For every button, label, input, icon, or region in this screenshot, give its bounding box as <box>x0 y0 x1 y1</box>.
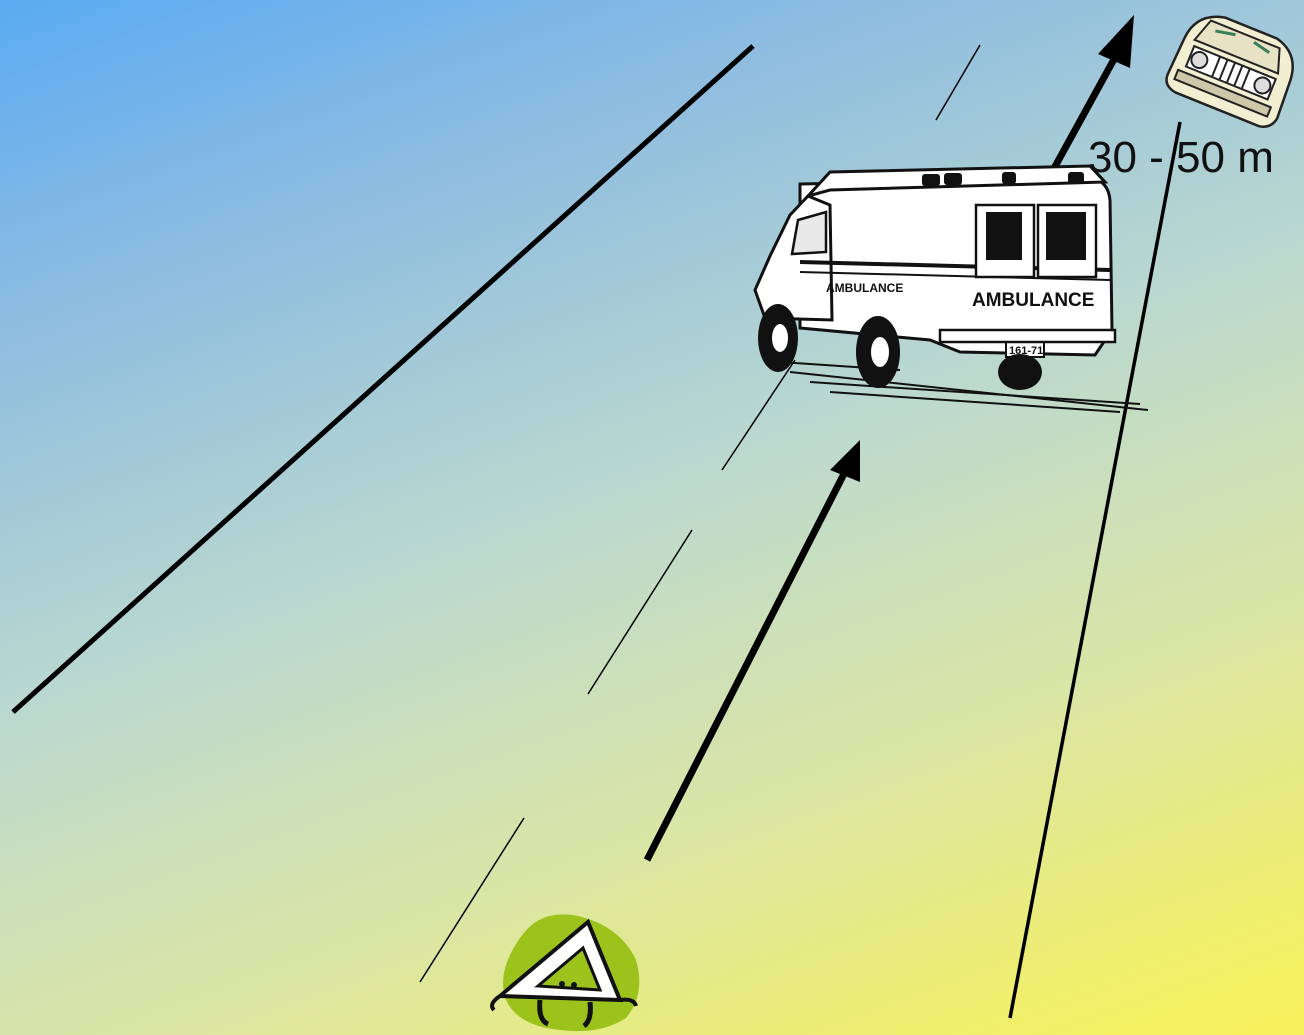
road-right-edge <box>1008 121 1182 1019</box>
direction-arrow-lower-head <box>830 440 860 482</box>
direction-arrow-lower <box>643 460 854 862</box>
ambulance-side-text: AMBULANCE <box>826 281 903 295</box>
direction-arrow-upper-head <box>1098 15 1134 68</box>
warning-triangle-icon <box>490 914 640 1032</box>
road-left-edge <box>11 44 755 714</box>
direction-arrow-upper <box>1048 50 1122 174</box>
ambulance-rear-text: AMBULANCE <box>972 290 1094 311</box>
car-icon <box>1165 15 1294 128</box>
distance-label: 30 - 50 m <box>1088 133 1274 182</box>
lane-center-dashes <box>419 44 981 983</box>
ambulance-plate-text: 161-71 <box>1009 345 1043 357</box>
ambulance-icon: AMBULANCE AMBULANCE 161-71 <box>753 164 1149 413</box>
